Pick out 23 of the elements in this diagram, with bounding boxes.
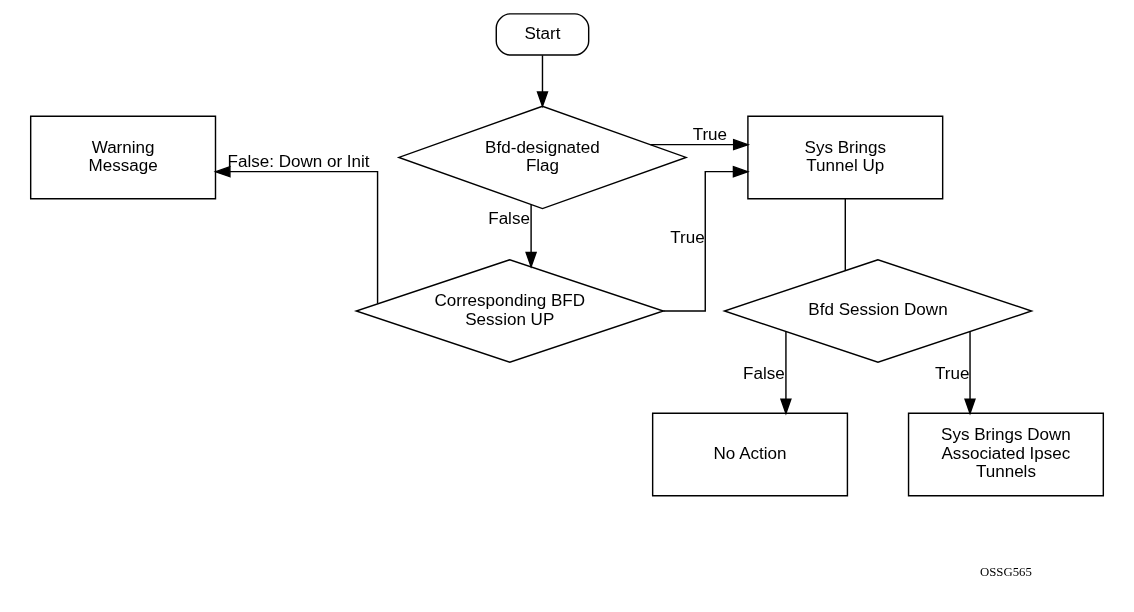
arrow bbox=[964, 330, 976, 416]
edge-label: False bbox=[488, 208, 530, 228]
node-diamond: Bfd-designated Flag bbox=[396, 105, 689, 210]
node-box: No Action bbox=[651, 412, 849, 497]
edge-label: False: Down or Init bbox=[227, 151, 370, 171]
arrow bbox=[525, 204, 538, 269]
edge-label: False bbox=[743, 363, 785, 383]
node-diamond: Bfd Session Down bbox=[722, 259, 1034, 363]
node-box: Sys Brings Tunnel Up bbox=[747, 115, 944, 200]
arrow bbox=[649, 138, 751, 151]
node-diamond: Corresponding BFD Session UP bbox=[354, 259, 666, 363]
connector bbox=[844, 198, 846, 272]
node-box: Start bbox=[495, 13, 590, 56]
label: OSSG565 bbox=[980, 564, 1032, 579]
arrow bbox=[536, 54, 549, 109]
arrow bbox=[779, 330, 792, 416]
node-box: Warning Message bbox=[30, 115, 217, 200]
node-box: Sys Brings Down Associated Ipsec Tunnels bbox=[907, 412, 1104, 497]
edge-label: True bbox=[692, 124, 728, 144]
arrow bbox=[662, 165, 750, 312]
edge-label: True bbox=[935, 363, 970, 383]
arrow bbox=[213, 165, 379, 305]
edge-label: True bbox=[670, 228, 705, 248]
